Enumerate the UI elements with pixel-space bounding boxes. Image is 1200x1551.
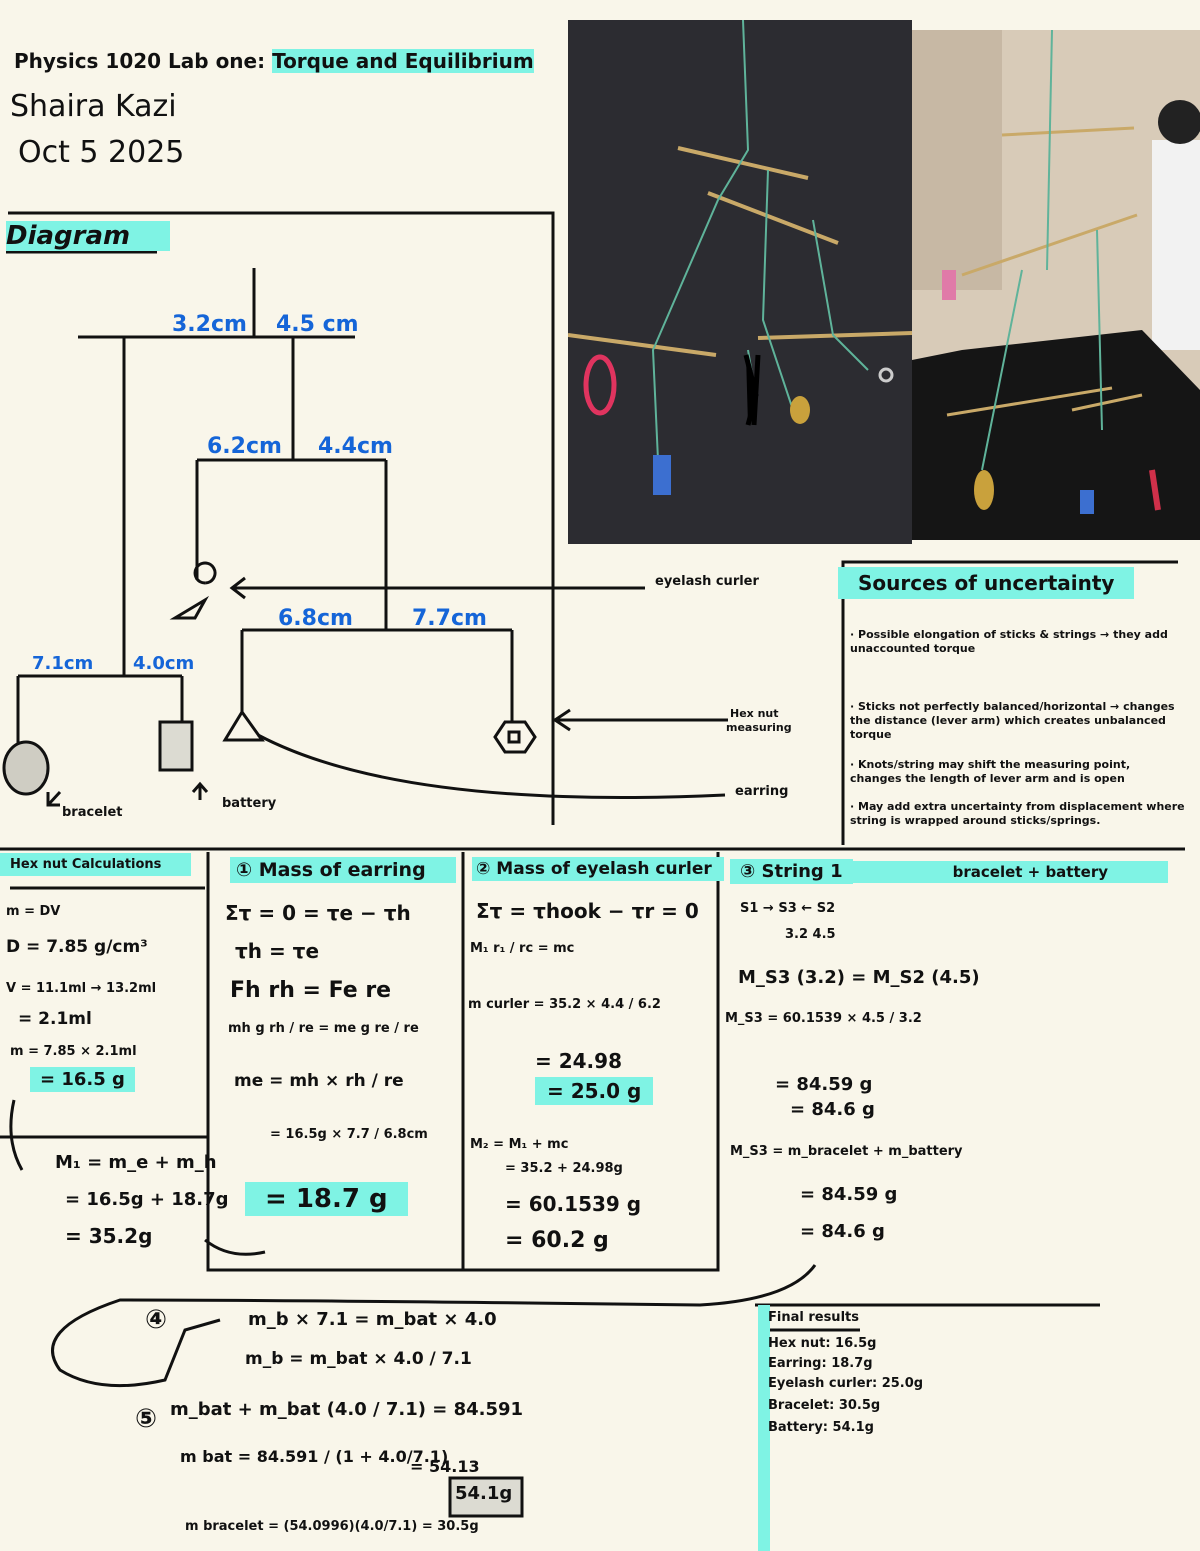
bracelet-label: bracelet [62,805,123,820]
earring-result: = 18.7 g [245,1182,408,1216]
eyelash-curler-label: eyelash curler [655,574,759,589]
string-line: M_S3 = m_bracelet + m_battery [730,1144,963,1159]
source-item: · Knots/string may shift the measuring p… [850,758,1131,785]
bracelet-icon [2,740,50,796]
mobile-photo-room-view [912,30,1200,540]
step5-line: m bracelet = (54.0996)(4.0/7.1) = 30.5g [185,1519,479,1534]
length-label: 4.4cm [318,434,393,459]
title-highlight: Torque and Equilibrium [272,49,534,73]
final-item: Earring: 18.7g [768,1356,873,1371]
curler-result: = 25.0 g [535,1077,654,1105]
hexnut-line: m = 7.85 × 2.1ml [10,1044,137,1059]
hexnut-heading: Hex nut Calculations [0,853,192,876]
curler-line: m curler = 35.2 × 4.4 / 6.2 [468,997,661,1012]
curler-line: = 24.98 [535,1049,622,1073]
diagram-frame [8,211,555,825]
length-label: 3.2cm [172,312,247,337]
m1-line: M₁ = m_e + m_h [55,1152,217,1173]
diagram-heading: Diagram [6,221,171,252]
m2-line: M₂ = M₁ + mc [470,1137,569,1152]
step-5-marker: ⑤ [135,1404,158,1434]
hex-nut-label: Hex nut [730,707,779,720]
length-label: 6.8cm [278,606,353,631]
curler-line: Στ = τhook − τr = 0 [476,899,699,923]
sources-frame [841,560,1178,845]
earring-line: Fh rh = Fe re [230,978,392,1003]
length-label: 7.7cm [412,606,487,631]
hexnut-line: D = 7.85 g/cm³ [6,937,148,957]
earring-label: earring [735,784,789,799]
m2-line: = 60.2 g [505,1228,609,1253]
final-heading: Final results [768,1310,859,1325]
string-line: M_S3 (3.2) = M_S2 (4.5) [738,967,980,988]
length-label: 4.5 cm [276,312,359,337]
final-item: Eyelash curler: 25.0g [768,1376,924,1391]
step5-line: m_bat + m_bat (4.0 / 7.1) = 84.591 [170,1399,524,1420]
m2-line: = 60.1539 g [505,1192,642,1216]
final-item: Hex nut: 16.5g [768,1336,877,1351]
string-line: 3.2 4.5 [785,927,836,942]
earring-line: Στ = 0 = τe − τh [225,901,411,925]
hex-nut-icon [493,720,537,754]
author-name: Shaira Kazi [10,89,177,124]
string-line: = 84.59 g [775,1074,873,1095]
final-highlight-bar [758,1305,770,1551]
string-subheading: bracelet + battery [852,861,1168,883]
step5-line: = 54.13 [410,1457,480,1476]
hexnut-line: = 2.1ml [18,1009,92,1029]
step4-line: m_b = m_bat × 4.0 / 7.1 [245,1349,472,1369]
string-line: = 84.6 g [800,1221,885,1242]
step-4-marker: ④ [145,1305,168,1335]
eyelash-curler-icon [169,561,217,620]
curler-line: M₁ r₁ / rc = mc [470,941,575,956]
date: Oct 5 2025 [18,135,185,170]
string-line: M_S3 = 60.1539 × 4.5 / 3.2 [725,1011,922,1026]
final-item: Battery: 54.1g [768,1420,874,1435]
source-item: · Sticks not perfectly balanced/horizont… [850,700,1175,741]
hexnut-result: = 16.5 g [30,1067,135,1092]
earring-icon [222,709,265,742]
battery-boxed-result: 54.1g [455,1483,513,1504]
m2-line: = 35.2 + 24.98g [505,1161,623,1176]
battery-label: battery [222,796,277,811]
length-label: 4.0cm [133,653,195,674]
string-line: = 84.59 g [800,1184,898,1205]
earring-line: me = mh × rh / re [234,1071,404,1091]
title: Physics 1020 Lab one: Torque and Equilib… [14,49,534,73]
earring-line: mh g rh / re = me g re / re [228,1021,419,1036]
earring-line: τh = τe [235,939,320,963]
final-item: Bracelet: 30.5g [768,1398,881,1413]
earring-heading: ① Mass of earring [230,857,456,883]
hexnut-line: m = DV [6,904,61,919]
earring-line: = 16.5g × 7.7 / 6.8cm [270,1127,428,1142]
curler-heading: ② Mass of eyelash curler [472,857,724,881]
length-label: 6.2cm [207,434,282,459]
string-line: = 84.6 g [790,1099,875,1120]
source-item: · May add extra uncertainty from displac… [850,800,1185,827]
string-line: S1 → S3 ← S2 [740,901,836,916]
length-label: 7.1cm [32,653,94,674]
source-item: · Possible elongation of sticks & string… [850,628,1168,655]
m1-line: = 35.2g [65,1224,153,1248]
step4-line: m_b × 7.1 = m_bat × 4.0 [248,1309,497,1330]
sources-heading: Sources of uncertainty [838,567,1135,599]
hex-nut-label-2: measuring [726,721,792,734]
battery-icon [158,720,194,772]
title-prefix: Physics 1020 Lab one: [14,49,266,73]
hexnut-line: V = 11.1ml → 13.2ml [6,981,157,996]
m1-line: = 16.5g + 18.7g [65,1189,229,1210]
step5-line: m bat = 84.591 / (1 + 4.0/7.1) [180,1447,449,1466]
mobile-photo-top-view [568,20,912,544]
